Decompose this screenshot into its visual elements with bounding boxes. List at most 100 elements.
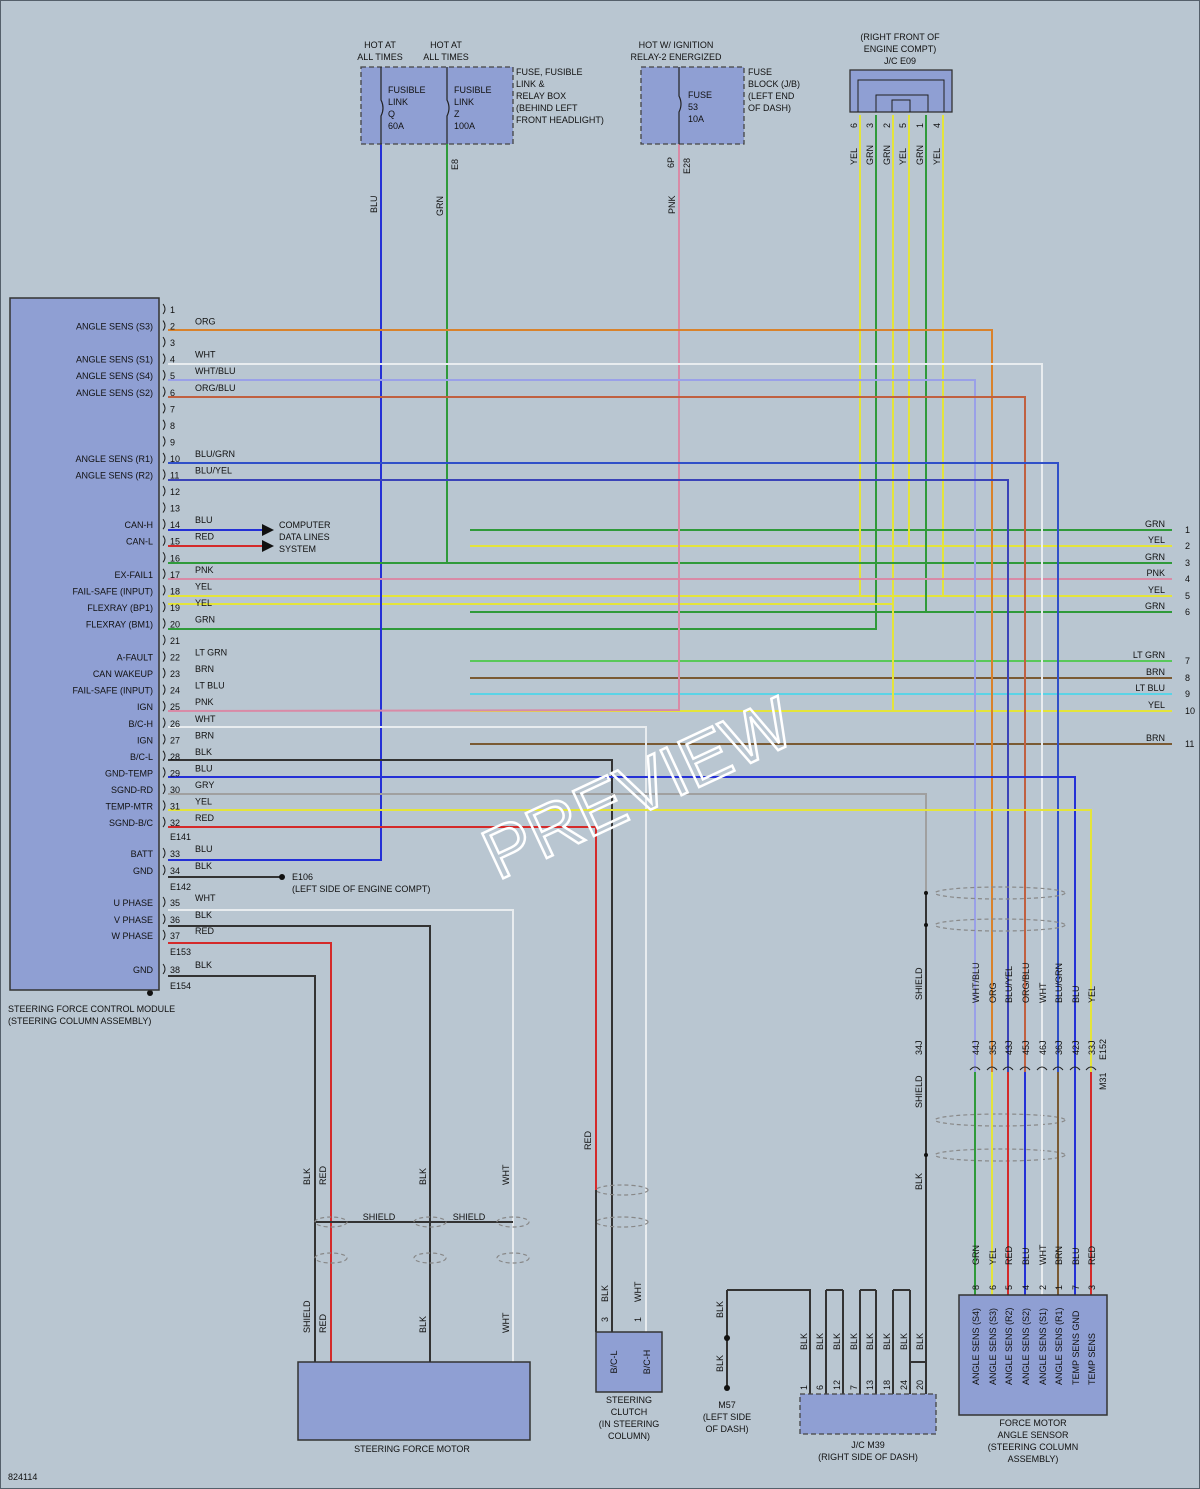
connector-label: M31 xyxy=(1098,1072,1108,1090)
shield-label: SHIELD xyxy=(302,1300,312,1333)
shield-oval xyxy=(595,1184,649,1196)
shield-label: SHIELD xyxy=(914,1075,924,1108)
steering-clutch xyxy=(595,1331,663,1393)
pin-number: 37 xyxy=(170,931,180,941)
wire-color-label: BLU xyxy=(195,763,213,773)
pin-number: 7 xyxy=(170,404,175,414)
output-color-label: YEL xyxy=(1148,535,1165,545)
pin-number: 22 xyxy=(170,653,180,663)
pin-bracket xyxy=(162,601,166,613)
output-pin-number: 10 xyxy=(1185,706,1195,716)
wire-color-label: ORG/BLU xyxy=(195,383,236,393)
m39-pin: 20 xyxy=(915,1380,925,1390)
wire-color-label: BLU/GRN xyxy=(195,449,235,459)
wire-s1 xyxy=(168,363,1043,1290)
m57-location: (LEFT SIDE xyxy=(703,1412,751,1422)
m39-pin: 7 xyxy=(849,1385,859,1390)
pin-signal: FLEXRAY (BM1) xyxy=(86,619,153,629)
m31-wire-color: WHT xyxy=(1038,982,1048,1003)
pin-signal: FAIL-SAFE (INPUT) xyxy=(72,686,153,696)
pin-bracket xyxy=(162,353,166,364)
pin-bracket xyxy=(162,419,166,431)
je09-wire-color: GRN xyxy=(865,145,875,165)
pin-number: 3 xyxy=(170,338,175,348)
pin-signal: ANGLE SENS (R2) xyxy=(75,471,153,481)
wire-bc-h xyxy=(168,726,647,1332)
fuse-block-desc: FUSE xyxy=(748,67,772,77)
pin-signal: CAN-L xyxy=(126,537,153,547)
connector-label: E28 xyxy=(682,158,692,174)
pin-bracket xyxy=(162,634,166,646)
shield-oval xyxy=(413,1252,447,1264)
output-pin-number: 9 xyxy=(1185,689,1190,699)
can-arrow xyxy=(262,524,274,536)
pin-number: 31 xyxy=(170,802,180,812)
wire-color-label: BLK xyxy=(832,1333,842,1350)
m31-shield-pin: 34J xyxy=(914,1040,924,1055)
wire-bc-l xyxy=(168,759,613,1332)
shield-oval xyxy=(595,1216,649,1228)
wire-color-label: WHT xyxy=(501,1164,511,1185)
wire-color-label: BLK xyxy=(815,1333,825,1350)
je09-label: (RIGHT FRONT OF xyxy=(860,32,940,42)
m31-pin-bracket xyxy=(1019,1066,1031,1071)
pin-signal: IGN xyxy=(137,702,153,712)
pin-number: 17 xyxy=(170,570,180,580)
pin-number: 6 xyxy=(170,388,175,398)
wire-color-label: RED xyxy=(583,1130,593,1150)
pin-signal: GND-TEMP xyxy=(105,768,153,778)
clutch-title: STEERING xyxy=(606,1395,652,1405)
fusible-link-z: Z xyxy=(454,109,460,119)
m31-pin: 46J xyxy=(1038,1040,1048,1055)
shield-label: SHIELD xyxy=(914,967,924,1000)
sensor-pin: 1 xyxy=(1054,1285,1064,1290)
sensor-wire-color: RED xyxy=(1087,1245,1097,1265)
wire-color-label: RED xyxy=(195,532,215,542)
m39-pin: 12 xyxy=(832,1380,842,1390)
wire-gnd-38 xyxy=(168,975,316,1362)
pin-number: 23 xyxy=(170,669,180,679)
pin-number: 14 xyxy=(170,520,180,530)
pin-number: 34 xyxy=(170,866,180,876)
fuse-box-desc: FUSE, FUSIBLE xyxy=(516,67,583,77)
connector-label: E152 xyxy=(1098,1039,1108,1060)
component-layer xyxy=(9,66,1108,1441)
pin-bracket xyxy=(162,535,166,547)
pin-number: 24 xyxy=(170,686,180,696)
m31-pin-bracket xyxy=(969,1066,981,1071)
wire-color-label: YEL xyxy=(195,581,212,591)
wire-color-label: LT BLU xyxy=(195,681,225,691)
fusible-link-q: 60A xyxy=(388,121,404,131)
shield-dot xyxy=(924,1153,928,1157)
shield-oval xyxy=(934,1113,1066,1127)
output-color-label: BRN xyxy=(1146,667,1165,677)
wire-color-label: BLK xyxy=(418,1168,428,1185)
can-label: COMPUTER xyxy=(279,520,331,530)
pin-signal: GND xyxy=(133,965,154,975)
m31-pin: 33J xyxy=(1087,1040,1097,1055)
sensor-signal: TEMP SENS GND xyxy=(1071,1310,1081,1385)
junction-e09 xyxy=(849,69,953,113)
pin-bracket xyxy=(162,717,166,729)
wire-color-label: BLK xyxy=(302,1168,312,1185)
steering-force-control-module xyxy=(9,297,160,991)
pin-bracket xyxy=(162,469,166,480)
fuse-53-symbol xyxy=(678,67,682,144)
shield-dot xyxy=(924,923,928,927)
pin-bracket xyxy=(162,618,166,629)
wire-color-label: PNK xyxy=(667,195,677,214)
output-color-label: YEL xyxy=(1148,585,1165,595)
shield-oval xyxy=(496,1252,530,1264)
pin-number: 4 xyxy=(170,355,175,365)
motor-title: STEERING FORCE MOTOR xyxy=(354,1444,470,1454)
sensor-pin: 7 xyxy=(1071,1285,1081,1290)
shield-label: SHIELD xyxy=(363,1212,396,1222)
pin-signal: FAIL-SAFE (INPUT) xyxy=(72,586,153,596)
wire-color-label: RED xyxy=(318,1165,328,1185)
wire-s2 xyxy=(168,396,1026,1290)
wire-color-label: BLU/YEL xyxy=(195,466,232,476)
pin-number: 11 xyxy=(170,471,179,481)
wire-color-label: WHT xyxy=(195,893,216,903)
pin-signal: W PHASE xyxy=(111,931,153,941)
